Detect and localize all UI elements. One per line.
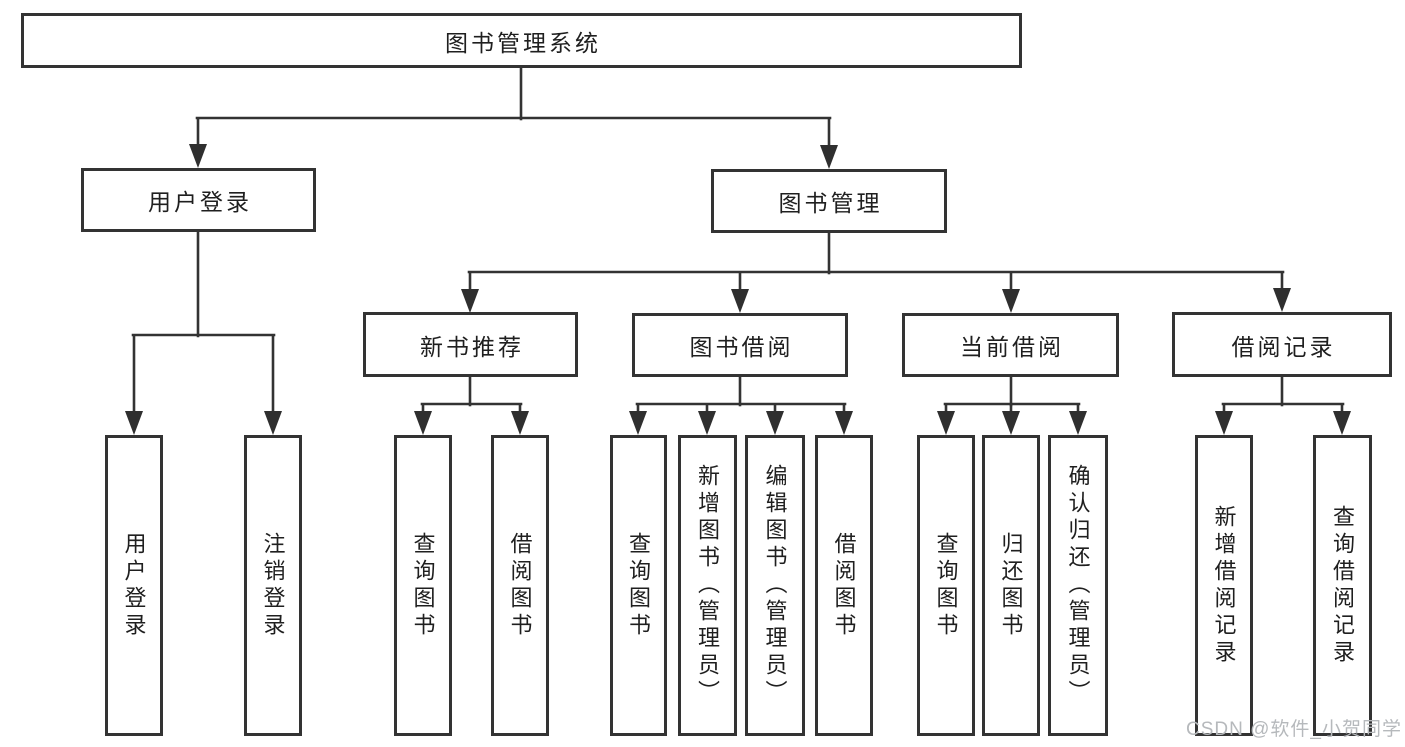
leaf-borrow-books-borrowing: 借阅图书 xyxy=(815,435,873,736)
node-label: 图书管理系统 xyxy=(445,29,601,56)
leaf-query-borrow-record: 查询借阅记录 xyxy=(1313,435,1372,736)
node-book-management: 图书管理 xyxy=(711,169,947,233)
leaf-logout: 注销登录 xyxy=(244,435,302,736)
leaf-query-books-borrowing: 查询图书 xyxy=(610,435,667,736)
arrowhead-down-icon xyxy=(1069,411,1087,435)
node-label: 查询图书 xyxy=(410,531,436,640)
watermark: CSDN @软件_小贺同学 xyxy=(1186,719,1402,740)
leaf-add-books-admin: 新增图书（管理员） xyxy=(678,435,737,736)
leaf-borrow-books-recommend: 借阅图书 xyxy=(491,435,549,736)
leaf-confirm-return-admin: 确认归还（管理员） xyxy=(1048,435,1108,736)
node-label: 借阅记录 xyxy=(1231,333,1336,360)
leaf-query-books-current: 查询图书 xyxy=(917,435,975,736)
node-label: 借阅图书 xyxy=(831,531,857,640)
arrowhead-down-icon xyxy=(461,289,479,313)
arrowhead-down-icon xyxy=(264,411,282,435)
arrowhead-down-icon xyxy=(511,411,529,435)
leaf-return-books: 归还图书 xyxy=(982,435,1040,736)
node-label: 查询借阅记录 xyxy=(1330,504,1356,667)
node-label: 新书推荐 xyxy=(420,333,524,360)
node-label: 图书管理 xyxy=(778,190,883,216)
arrowhead-down-icon xyxy=(937,411,955,435)
node-label: 用户登录 xyxy=(148,189,252,215)
node-library-management-system: 图书管理系统 xyxy=(21,13,1022,68)
node-book-borrowing: 图书借阅 xyxy=(632,313,848,377)
leaf-add-borrow-record: 新增借阅记录 xyxy=(1195,435,1253,736)
arrowhead-down-icon xyxy=(1002,411,1020,435)
leaf-edit-books-admin: 编辑图书（管理员） xyxy=(745,435,805,736)
leaf-query-books-recommend: 查询图书 xyxy=(394,435,452,736)
node-label: 新增借阅记录 xyxy=(1211,504,1237,667)
node-label: 图书借阅 xyxy=(689,334,794,360)
arrowhead-down-icon xyxy=(835,411,853,435)
arrowhead-down-icon xyxy=(766,411,784,435)
node-label: 编辑图书（管理员） xyxy=(762,464,788,707)
node-user-login: 用户登录 xyxy=(81,168,316,232)
arrowhead-down-icon xyxy=(414,411,432,435)
node-label: 借阅图书 xyxy=(507,531,533,640)
arrowhead-down-icon xyxy=(189,144,207,168)
arrowhead-down-icon xyxy=(731,289,749,313)
arrowhead-down-icon xyxy=(1215,411,1233,435)
node-label: 当前借阅 xyxy=(960,334,1064,360)
node-label: 归还图书 xyxy=(998,531,1024,640)
arrowhead-down-icon xyxy=(1002,289,1020,313)
node-label: 确认归还（管理员） xyxy=(1065,464,1091,707)
arrowhead-down-icon xyxy=(125,411,143,435)
node-current-borrowing: 当前借阅 xyxy=(902,313,1119,377)
arrowhead-down-icon xyxy=(1273,288,1291,312)
arrowhead-down-icon xyxy=(1333,411,1351,435)
node-label: 新增图书（管理员） xyxy=(695,464,721,707)
arrowhead-down-icon xyxy=(820,145,838,169)
arrowhead-down-icon xyxy=(629,411,647,435)
leaf-user-login: 用户登录 xyxy=(105,435,163,736)
node-label: 查询图书 xyxy=(933,531,959,640)
arrowhead-down-icon xyxy=(698,411,716,435)
node-label: 查询图书 xyxy=(626,531,652,640)
node-label: 注销登录 xyxy=(260,531,286,640)
node-borrowing-records: 借阅记录 xyxy=(1172,312,1392,377)
node-label: 用户登录 xyxy=(121,531,147,640)
node-new-book-recommendation: 新书推荐 xyxy=(363,312,578,377)
